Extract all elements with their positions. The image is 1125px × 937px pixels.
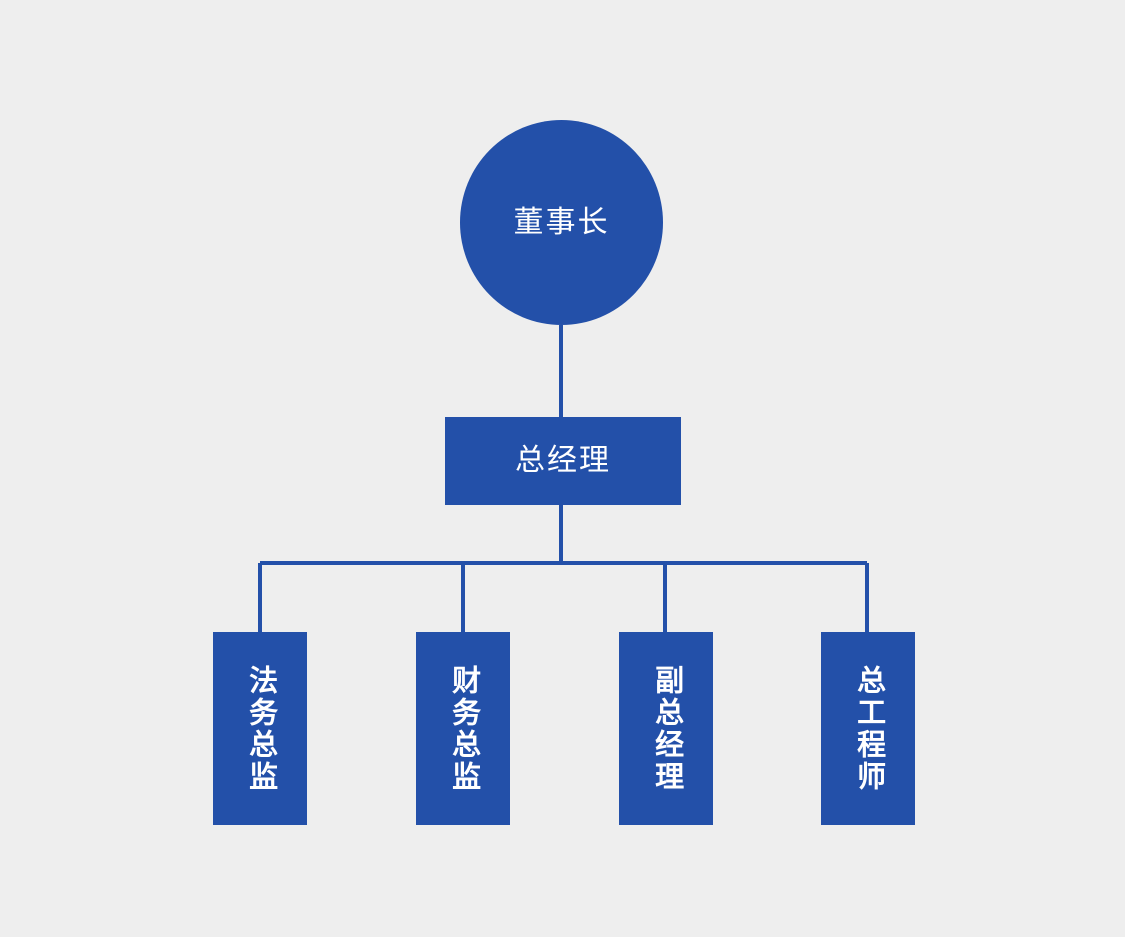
node-legal-director-label: 法务总监 [244,664,277,793]
node-legal-director[interactable]: 法务总监 [213,632,307,825]
node-finance-director[interactable]: 财务总监 [416,632,510,825]
node-general-manager-label: 总经理 [515,444,611,477]
node-chief-engineer[interactable]: 总工程师 [821,632,915,825]
node-deputy-general-manager-label: 副总经理 [650,664,683,793]
node-chairman-label: 董事长 [513,205,610,239]
node-deputy-general-manager[interactable]: 副总经理 [619,632,713,825]
node-chairman[interactable]: 董事长 [460,120,663,325]
node-general-manager[interactable]: 总经理 [445,417,681,505]
node-finance-director-label: 财务总监 [447,664,480,793]
node-chief-engineer-label: 总工程师 [852,664,885,793]
